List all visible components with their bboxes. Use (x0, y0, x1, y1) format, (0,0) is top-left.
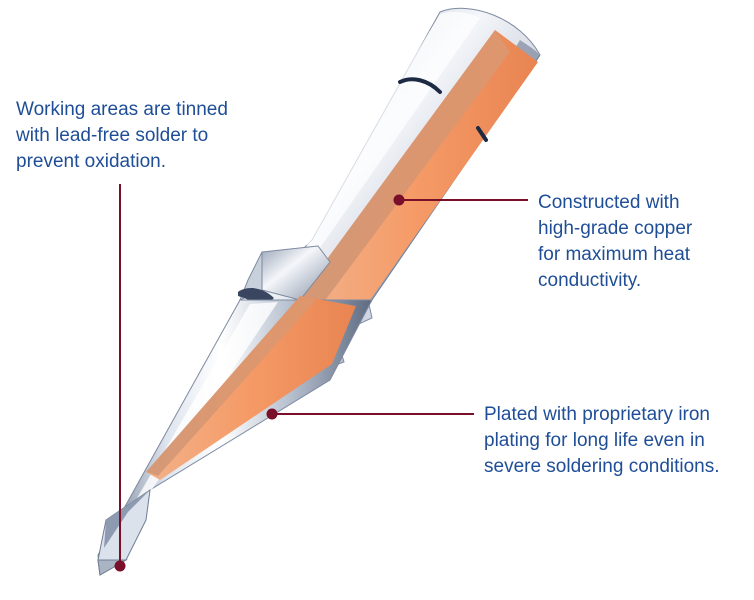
copper-core-upper (300, 30, 538, 336)
callout-copper-line: Constructed with (538, 192, 680, 213)
leader-lines (114, 184, 528, 572)
copper-core-lower-edge (146, 296, 316, 476)
callout-copper-line: for maximum heat (538, 244, 691, 265)
shank-groove-2 (476, 126, 488, 142)
callout-copper: Constructed with high-grade copper for m… (538, 190, 692, 294)
copper-core-upper-edge (300, 30, 510, 310)
callout-tinning-line: with lead-free solder to (16, 125, 209, 146)
callout-copper-line: conductivity. (538, 270, 642, 291)
callout-copper-line: high-grade copper (538, 218, 693, 239)
leader-dot-plating (266, 408, 278, 420)
leader-dot-tinning (114, 560, 126, 572)
callout-plating-line: plating for long life even in (484, 430, 705, 451)
callout-tinning-line: prevent oxidation. (16, 151, 166, 172)
shank-highlight (300, 11, 480, 249)
callout-tinning: Working areas are tinned with lead-free … (16, 97, 228, 175)
callout-plating: Plated with proprietary iron plating for… (484, 402, 720, 480)
leader-dot-copper (393, 194, 405, 206)
callout-tinning-line: Working areas are tinned (16, 99, 228, 120)
shank-groove-1 (398, 77, 442, 94)
copper-core-lower (146, 296, 356, 480)
callout-plating-line: Plated with proprietary iron (484, 404, 710, 425)
callout-plating-line: severe soldering conditions. (484, 456, 720, 477)
